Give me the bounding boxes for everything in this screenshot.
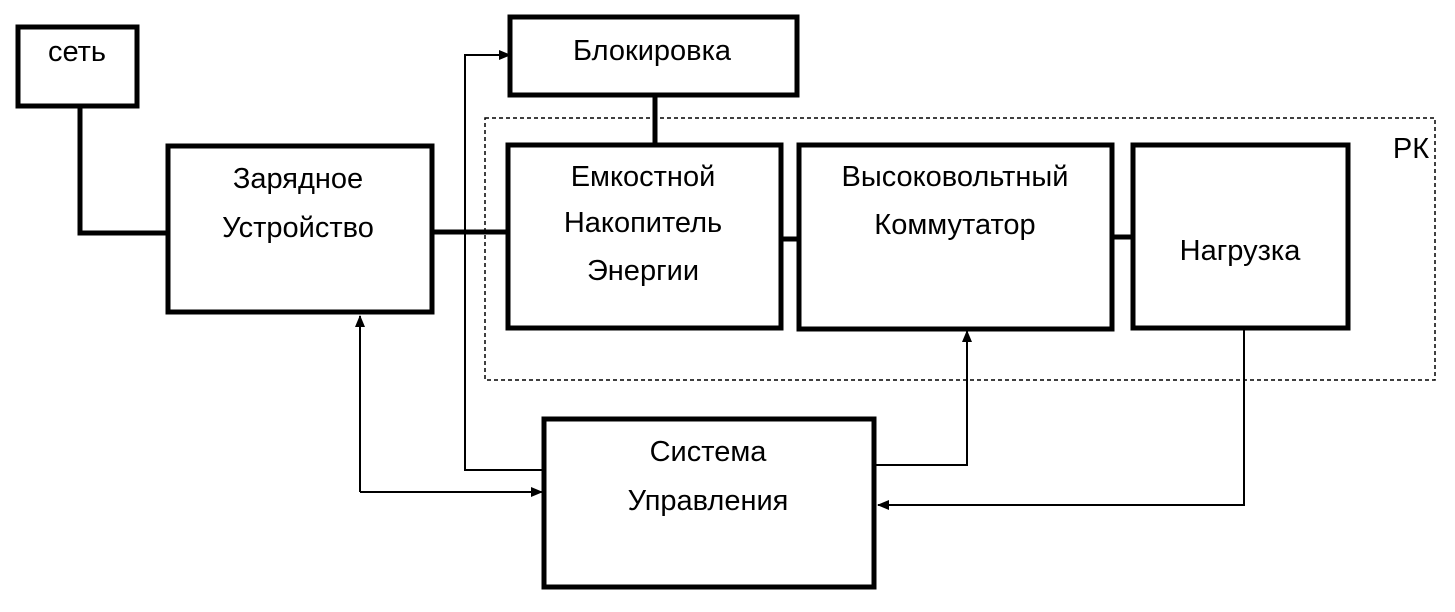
block-blocking: Блокировка: [507, 14, 800, 98]
block-control: Система Управления: [541, 416, 877, 590]
block-switch-label-line2: Коммутатор: [874, 209, 1035, 241]
block-switch-label-line1: Высоковольтный: [842, 161, 1069, 193]
block-load: Нагрузка: [1130, 142, 1351, 331]
wire-network-to-charger: [77, 106, 168, 236]
block-charger: Зарядное Устройство: [165, 143, 435, 315]
block-storage-label-line1: Емкостной: [571, 161, 716, 193]
arrow-load-to-control: [877, 330, 1245, 510]
block-network-label: сеть: [48, 36, 106, 68]
block-charger-label-line1: Зарядное: [233, 163, 363, 195]
block-storage-label-line3: Энергии: [587, 255, 699, 287]
block-storage: Емкостной Накопитель Энергии: [505, 142, 784, 331]
block-blocking-label: Блокировка: [573, 35, 732, 67]
block-charger-label-line2: Устройство: [222, 212, 374, 244]
arrow-control-to-switch: [876, 330, 972, 466]
block-storage-label-line2: Накопитель: [564, 207, 722, 239]
arrow-control-to-blocking: [464, 50, 544, 471]
block-control-label-line2: Управления: [628, 485, 789, 517]
block-switch: Высоковольтный Коммутатор: [796, 142, 1115, 332]
block-load-label: Нагрузка: [1180, 235, 1302, 267]
block-network: сеть: [15, 24, 140, 109]
block-control-label-line1: Система: [650, 436, 768, 468]
rk-region-border: [484, 117, 1436, 381]
rk-region-label: РК: [1393, 133, 1429, 165]
